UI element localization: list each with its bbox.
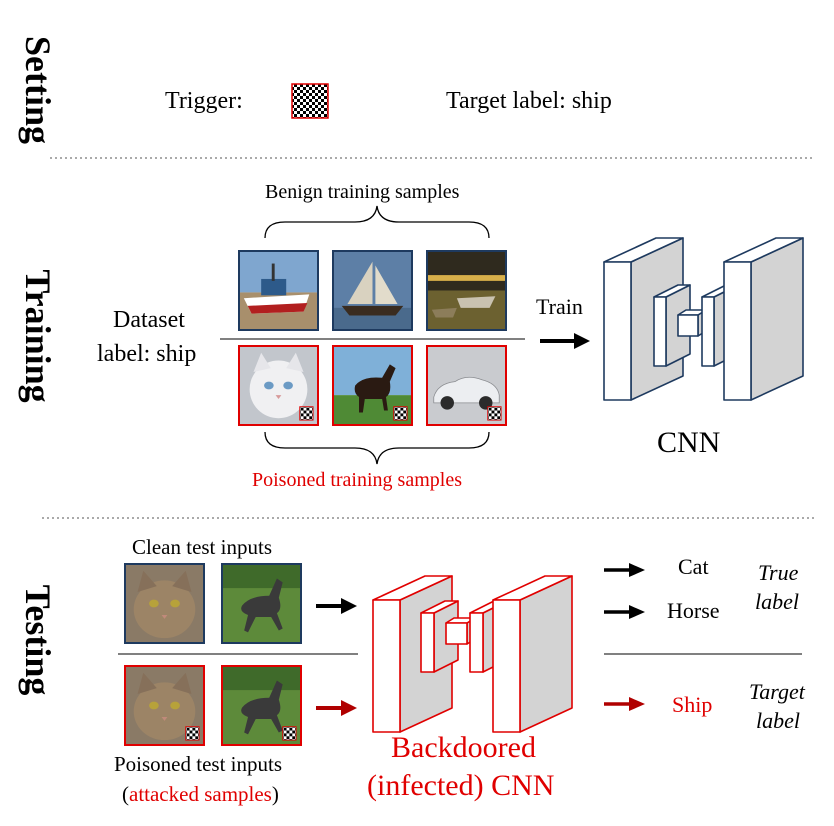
attacked-close-paren: ) — [271, 782, 279, 806]
benign-sample-harbor-image — [426, 250, 507, 331]
poisoned-sample-car-image — [426, 345, 507, 426]
backdoored-cnn-network-icon — [372, 575, 573, 733]
benign-sample-sailboat-image — [332, 250, 413, 331]
poisoned-samples-caption: Poisoned training samples — [252, 469, 462, 491]
benign-sample-boat-image — [238, 250, 319, 331]
cnn-label: CNN — [657, 426, 721, 459]
poisoned-test-horse-image — [221, 665, 302, 746]
attacked-samples-text: attacked samples — [129, 782, 272, 806]
cat-output-arrow-icon — [604, 563, 645, 577]
attacked-samples-caption: (attacked samples) — [122, 784, 279, 805]
poisoned-test-inputs-caption: Poisoned test inputs — [114, 752, 283, 776]
section-label-training: Training — [18, 269, 58, 403]
ship-output-arrow-icon — [604, 697, 645, 711]
poisoned-test-cat-image — [124, 665, 205, 746]
clean-test-horse-image — [221, 563, 302, 644]
poisoned-sample-horse-image — [332, 345, 413, 426]
poisoned-input-arrow-icon — [316, 700, 357, 716]
attacked-open-paren: ( — [122, 782, 129, 806]
backdoored-cnn-label-line2: (infected) CNN — [367, 769, 555, 802]
clean-test-inputs-caption: Clean test inputs — [132, 535, 272, 559]
true-label-line1: True — [758, 560, 799, 585]
output-label-cat: Cat — [678, 554, 709, 579]
benign-brace-icon — [264, 205, 490, 239]
cnn-network-icon — [603, 237, 804, 401]
target-label-text: Target label: ship — [446, 88, 612, 114]
target-label-line2: label — [756, 708, 800, 733]
true-label-line2: label — [755, 589, 799, 614]
benign-samples-caption: Benign training samples — [265, 181, 460, 203]
section-label-testing: Testing — [18, 584, 58, 696]
horse-output-arrow-icon — [604, 605, 645, 619]
backdoored-cnn-label-line1: Backdoored — [391, 731, 536, 764]
target-label-line1: Target — [749, 679, 805, 704]
poisoned-brace-icon — [264, 431, 490, 465]
output-label-ship: Ship — [672, 692, 713, 717]
train-label: Train — [536, 294, 583, 319]
dataset-label-line2: label: ship — [97, 341, 197, 367]
checkerboard-trigger-icon — [291, 83, 329, 119]
output-label-horse: Horse — [667, 598, 720, 623]
clean-test-cat-image — [124, 563, 205, 644]
section-label-setting: Setting — [18, 36, 58, 144]
dataset-label-line1: Dataset — [113, 307, 185, 333]
trigger-label: Trigger: — [165, 88, 243, 114]
clean-input-arrow-icon — [316, 598, 357, 614]
poisoned-sample-cat-image — [238, 345, 319, 426]
train-arrow-icon — [540, 333, 590, 349]
